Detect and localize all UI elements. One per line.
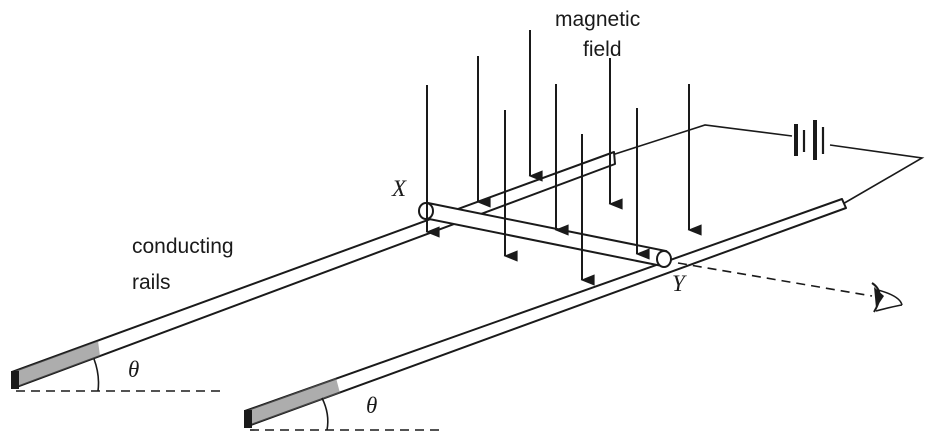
label-theta-left: θ: [128, 357, 139, 382]
label-theta-right: θ: [366, 393, 377, 418]
label-rails: rails: [132, 271, 171, 294]
label-magnetic: magnetic: [555, 8, 640, 31]
label-y: Y: [672, 271, 687, 296]
eye-icon: [871, 282, 903, 313]
label-conducting: conducting: [132, 235, 234, 258]
angle-reference-right: [250, 397, 445, 431]
conducting-rail-left: [11, 151, 616, 389]
circuit-wire: [611, 124, 925, 206]
battery-icon: [794, 120, 825, 160]
line-of-sight: [677, 262, 873, 297]
label-x: X: [391, 176, 407, 201]
conducting-rail-right: [244, 198, 847, 428]
angle-reference-left: [16, 358, 220, 392]
magnetic-field-arrows: [425, 30, 702, 286]
label-field: field: [583, 38, 622, 61]
rod-xy: [418, 201, 672, 268]
